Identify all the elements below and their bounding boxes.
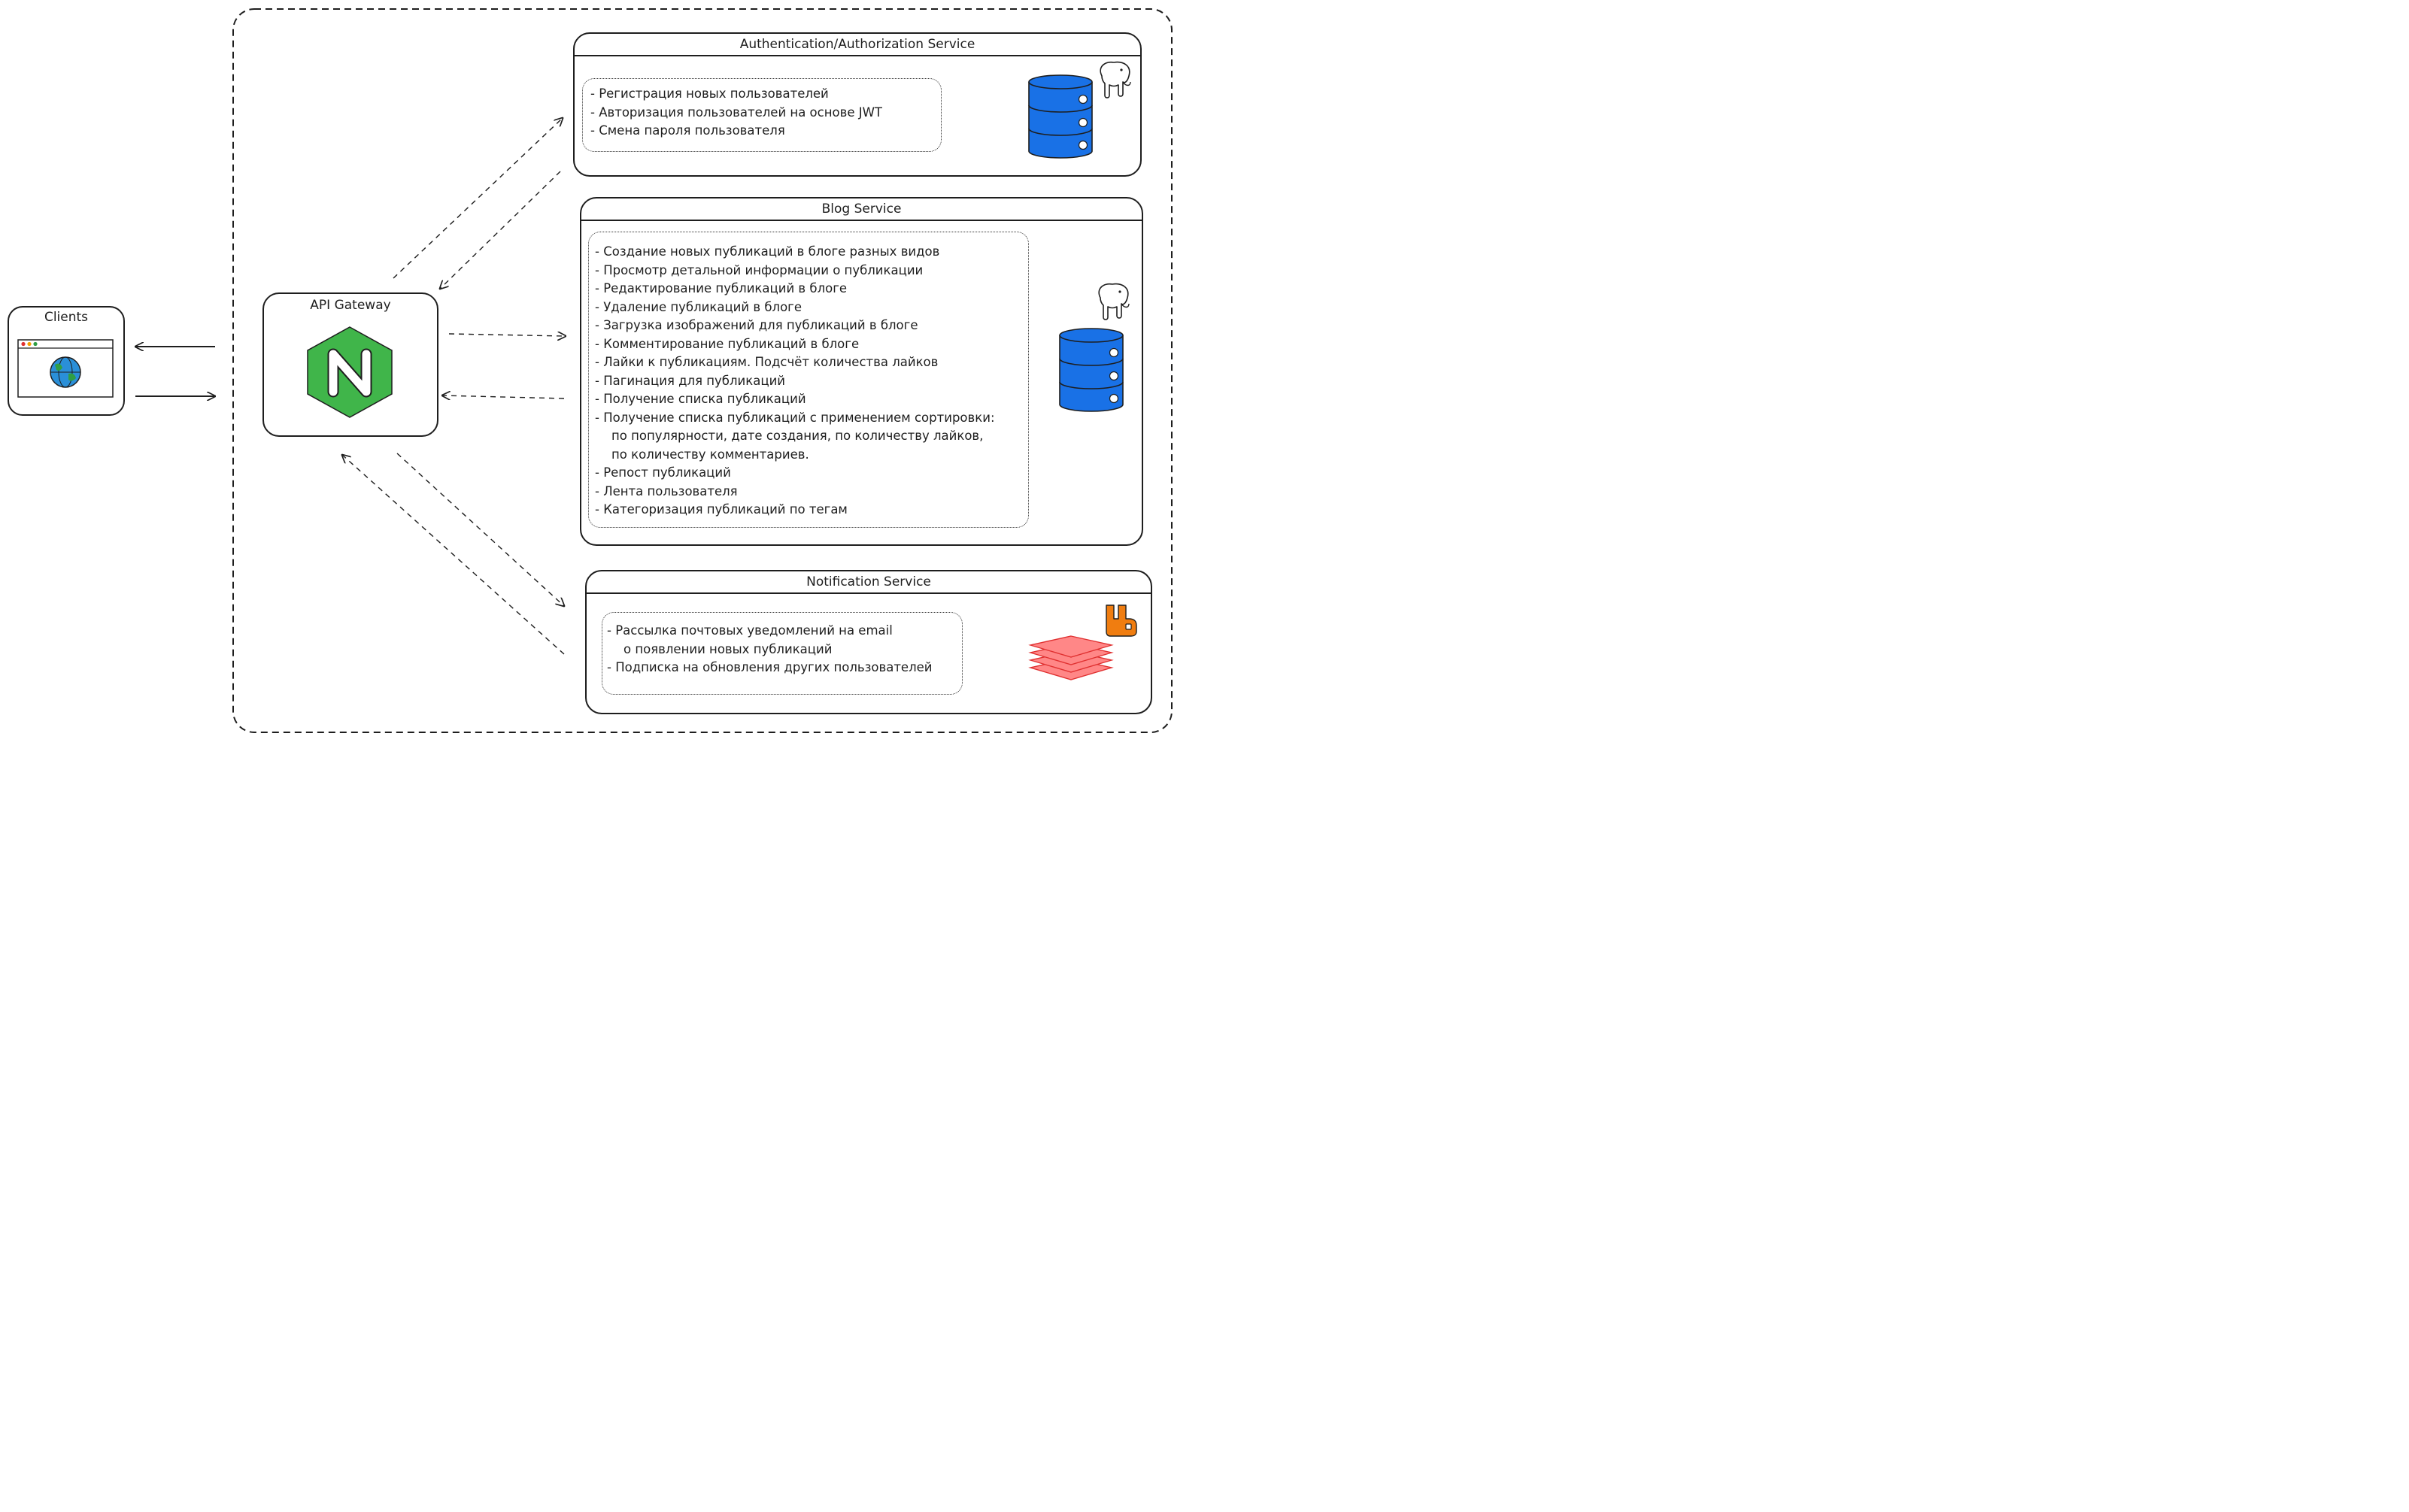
blog-feature-item: - Категоризация публикаций по тегам [595,502,848,517]
notification-service-box[interactable]: Notification Service - Рассылка почтовых… [585,570,1152,714]
database-icon [1028,74,1093,159]
arrow-auth-to-gateway [440,171,561,289]
blog-service-box[interactable]: Blog Service - Создание новых публикаций… [580,197,1143,546]
blog-feature-item: - Пагинация для публикаций [595,373,786,388]
nginx-logo-icon [307,326,393,418]
arrow-gateway-to-auth [393,118,563,279]
auth-feature-item: - Смена пароля пользователя [590,123,785,138]
postgresql-elephant-icon [1098,283,1130,320]
api-gateway-label: API Gateway [310,298,391,313]
notification-feature-item: - Рассылка почтовых уведомлений на email [607,623,893,638]
database-icon [1059,328,1124,412]
auth-service-title: Authentication/Authorization Service [575,34,1140,56]
blog-feature-item: - Комментирование публикаций в блоге [595,336,860,351]
notification-feature-item: - Подписка на обновления других пользова… [607,660,933,674]
globe-icon [50,356,81,388]
notification-feature-list: - Рассылка почтовых уведомлений на email… [602,612,963,695]
auth-feature-item: - Регистрация новых пользователей [590,86,829,101]
arrow-notification-to-gateway [342,455,565,655]
clients-box[interactable]: Clients [8,306,125,416]
blog-feature-item: - Получение списка публикаций с применен… [595,410,995,425]
auth-feature-list: - Регистрация новых пользователей - Авто… [582,78,942,152]
auth-feature-item: - Авторизация пользователей на основе JW… [590,105,882,120]
blog-feature-item: - Лента пользователя [595,483,738,498]
system-boundary [232,8,1173,733]
blog-feature-item: - Репост публикаций [595,465,731,480]
blog-feature-item: по популярности, дате создания, по колич… [611,429,984,443]
arrow-blog-to-gateway [442,395,565,398]
blog-feature-item: - Просмотр детальной информации о публик… [595,262,924,277]
blog-feature-item: - Загрузка изображений для публикаций в … [595,318,918,332]
blog-feature-item: - Лайки к публикациям. Подсчёт количеств… [595,355,939,369]
arrow-gateway-to-blog [448,334,566,336]
blog-feature-item: - Создание новых публикаций в блоге разн… [595,244,940,259]
notification-feature-item: о появлении новых публикаций [623,641,833,656]
notification-service-title: Notification Service [587,571,1151,594]
browser-window-icon [17,339,114,398]
blog-feature-item: - Редактирование публикаций в блоге [595,281,848,295]
blog-feature-list: - Создание новых публикаций в блоге разн… [588,232,1029,528]
blog-feature-item: - Удаление публикаций в блоге [595,299,802,314]
clients-label: Clients [44,310,89,325]
blog-feature-item: - Получение списка публикаций [595,392,806,406]
postgresql-elephant-icon [1100,61,1131,98]
blog-service-title: Blog Service [581,198,1142,221]
api-gateway-box[interactable]: API Gateway [262,292,438,437]
auth-service-box[interactable]: Authentication/Authorization Service - Р… [573,32,1142,177]
message-queue-stack-icon [1028,635,1114,680]
arrow-gateway-to-notification [396,453,564,606]
diagram-canvas [0,8,1173,733]
blog-feature-item: по количеству комментариев. [611,447,809,462]
rabbitmq-logo-icon [1106,604,1137,637]
